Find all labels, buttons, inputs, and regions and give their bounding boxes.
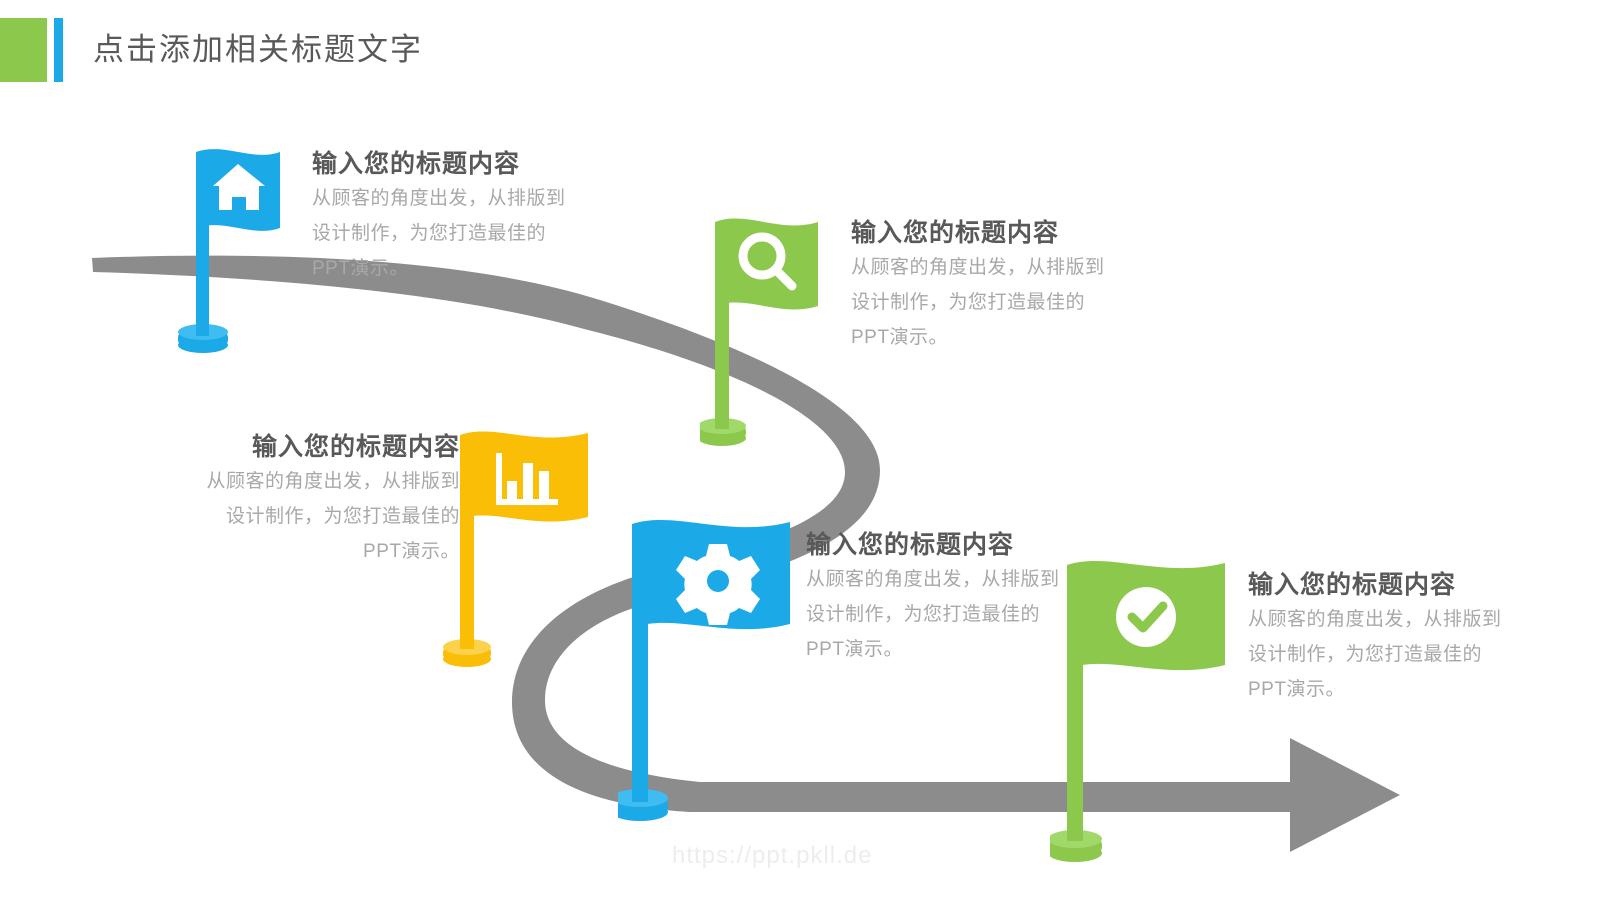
step-1-body-line-3: PPT演示。 bbox=[312, 258, 409, 279]
step-3-body: 从顾客的角度出发，从排版到 设计制作，为您打造最佳的 PPT演示。 bbox=[185, 464, 460, 569]
step-1-body-line-1: 从顾客的角度出发，从排版到 bbox=[312, 188, 566, 209]
step-2-body: 从顾客的角度出发，从排版到 设计制作，为您打造最佳的 PPT演示。 bbox=[851, 250, 1151, 355]
step-2-title: 输入您的标题内容 bbox=[851, 219, 1060, 247]
step-5-title: 输入您的标题内容 bbox=[1248, 571, 1457, 599]
step-5-body-line-3: PPT演示。 bbox=[1248, 679, 1345, 700]
step-3-title: 输入您的标题内容 bbox=[251, 433, 460, 461]
step-2-flag[interactable] bbox=[700, 210, 840, 448]
step-1-title: 输入您的标题内容 bbox=[312, 150, 521, 178]
step-4-body-line-1: 从顾客的角度出发，从排版到 bbox=[806, 569, 1060, 590]
page-title: 点击添加相关标题文字 bbox=[93, 32, 423, 67]
step-1-text: 输入您的标题内容 从顾客的角度出发，从排版到 设计制作，为您打造最佳的 PPT演… bbox=[312, 147, 612, 286]
step-5-body: 从顾客的角度出发，从排版到 设计制作，为您打造最佳的 PPT演示。 bbox=[1248, 602, 1548, 707]
step-3-body-line-3: PPT演示。 bbox=[363, 541, 460, 562]
step-1-body: 从顾客的角度出发，从排版到 设计制作，为您打造最佳的 PPT演示。 bbox=[312, 181, 612, 286]
step-5-text: 输入您的标题内容 从顾客的角度出发，从排版到 设计制作，为您打造最佳的 PPT演… bbox=[1248, 568, 1548, 707]
search-icon bbox=[738, 232, 797, 291]
step-5-body-line-2: 设计制作，为您打造最佳的 bbox=[1248, 644, 1483, 665]
slide-header: 点击添加相关标题文字 bbox=[0, 0, 1600, 100]
watermark: https://ppt.pkll.de bbox=[672, 842, 873, 869]
home-icon bbox=[213, 164, 265, 210]
step-4-body: 从顾客的角度出发，从排版到 设计制作，为您打造最佳的 PPT演示。 bbox=[806, 562, 1106, 667]
step-3-body-line-1: 从顾客的角度出发，从排版到 bbox=[206, 471, 460, 492]
step-1-body-line-2: 设计制作，为您打造最佳的 bbox=[312, 223, 547, 244]
step-4-body-line-2: 设计制作，为您打造最佳的 bbox=[806, 604, 1041, 625]
step-2-body-line-3: PPT演示。 bbox=[851, 327, 948, 348]
header-green-block bbox=[0, 18, 47, 82]
step-5-flag[interactable] bbox=[1050, 555, 1240, 865]
header-blue-bar bbox=[54, 18, 63, 82]
step-4-flag[interactable] bbox=[618, 512, 813, 824]
step-4-text: 输入您的标题内容 从顾客的角度出发，从排版到 设计制作，为您打造最佳的 PPT演… bbox=[806, 528, 1106, 667]
step-2-body-line-1: 从顾客的角度出发，从排版到 bbox=[851, 257, 1105, 278]
step-2-body-line-2: 设计制作，为您打造最佳的 bbox=[851, 292, 1086, 313]
step-2-text: 输入您的标题内容 从顾客的角度出发，从排版到 设计制作，为您打造最佳的 PPT演… bbox=[851, 216, 1151, 355]
step-3-flag[interactable] bbox=[443, 425, 598, 670]
bar-chart-icon bbox=[496, 453, 558, 505]
step-5-body-line-1: 从顾客的角度出发，从排版到 bbox=[1248, 609, 1502, 630]
step-4-body-line-3: PPT演示。 bbox=[806, 639, 903, 660]
gear-icon bbox=[676, 544, 760, 625]
step-4-title: 输入您的标题内容 bbox=[806, 531, 1015, 559]
step-1-flag[interactable] bbox=[170, 140, 300, 355]
check-circle-icon bbox=[1116, 587, 1176, 647]
step-3-text: 输入您的标题内容 从顾客的角度出发，从排版到 设计制作，为您打造最佳的 PPT演… bbox=[185, 430, 460, 569]
step-3-body-line-2: 设计制作，为您打造最佳的 bbox=[225, 506, 460, 527]
